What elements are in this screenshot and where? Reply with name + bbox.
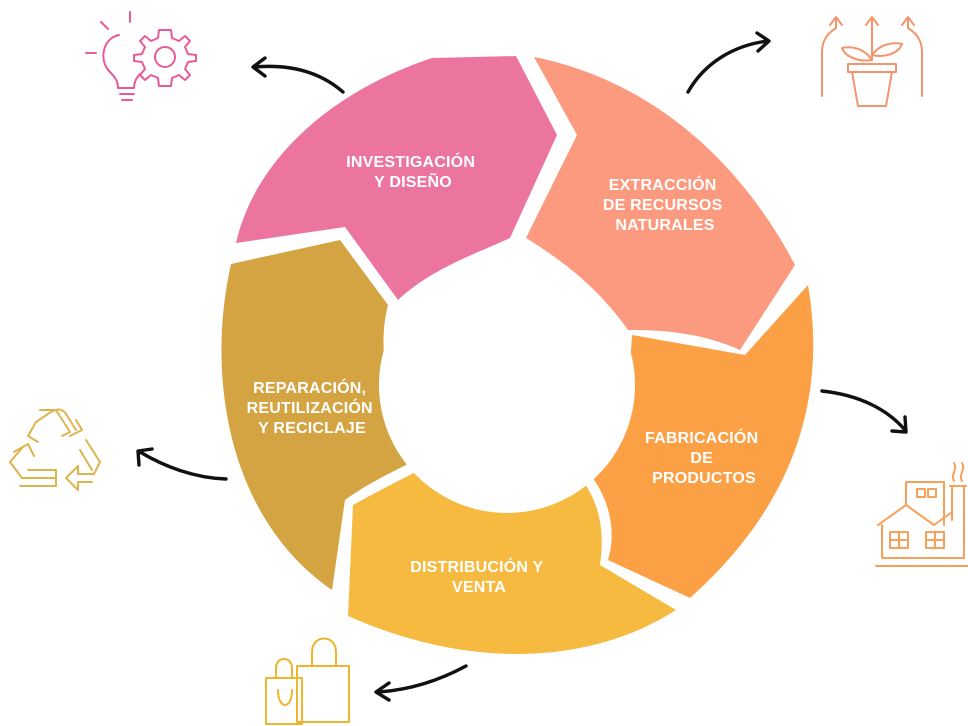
- recycle-icon: [9, 408, 101, 491]
- arrow-to-fabricacion-icon: [820, 389, 908, 434]
- segment-extraccion: [526, 57, 795, 350]
- factory-icon: [875, 462, 968, 567]
- segment-fabricacion: [580, 285, 814, 598]
- cycle-ring: [221, 56, 814, 654]
- arrow-to-reparacion-icon: [136, 447, 228, 481]
- arrow-to-extraccion-icon: [686, 31, 771, 94]
- plant-pot-arrows-icon: [821, 16, 923, 107]
- label-extraccion: EXTRACCIÓN DE RECURSOS NATURALES: [603, 175, 727, 234]
- arrow-to-distribucion-icon: [374, 664, 468, 702]
- arrow-to-investigacion-icon: [251, 56, 345, 94]
- label-distribucion: DISTRIBUCIÓN Y VENTA: [410, 557, 548, 596]
- segment-reparacion: [221, 240, 427, 590]
- segment-distribucion: [348, 461, 676, 654]
- cycle-center: [379, 257, 635, 513]
- segment-investigacion: [236, 56, 557, 300]
- lightbulb-gear-icon: [85, 11, 197, 101]
- segment-labels: INVESTIGACIÓN Y DISEÑO EXTRACCIÓN DE REC…: [247, 152, 763, 596]
- arrows: [136, 31, 908, 702]
- label-fabricacion: FABRICACIÓN DE PRODUCTOS: [645, 428, 763, 487]
- label-reparacion: REPARACIÓN, REUTILIZACIÓN Y RECICLAJE: [247, 378, 378, 437]
- shopping-bags-icon: [265, 637, 350, 725]
- label-investigacion: INVESTIGACIÓN Y DISEÑO: [346, 152, 480, 191]
